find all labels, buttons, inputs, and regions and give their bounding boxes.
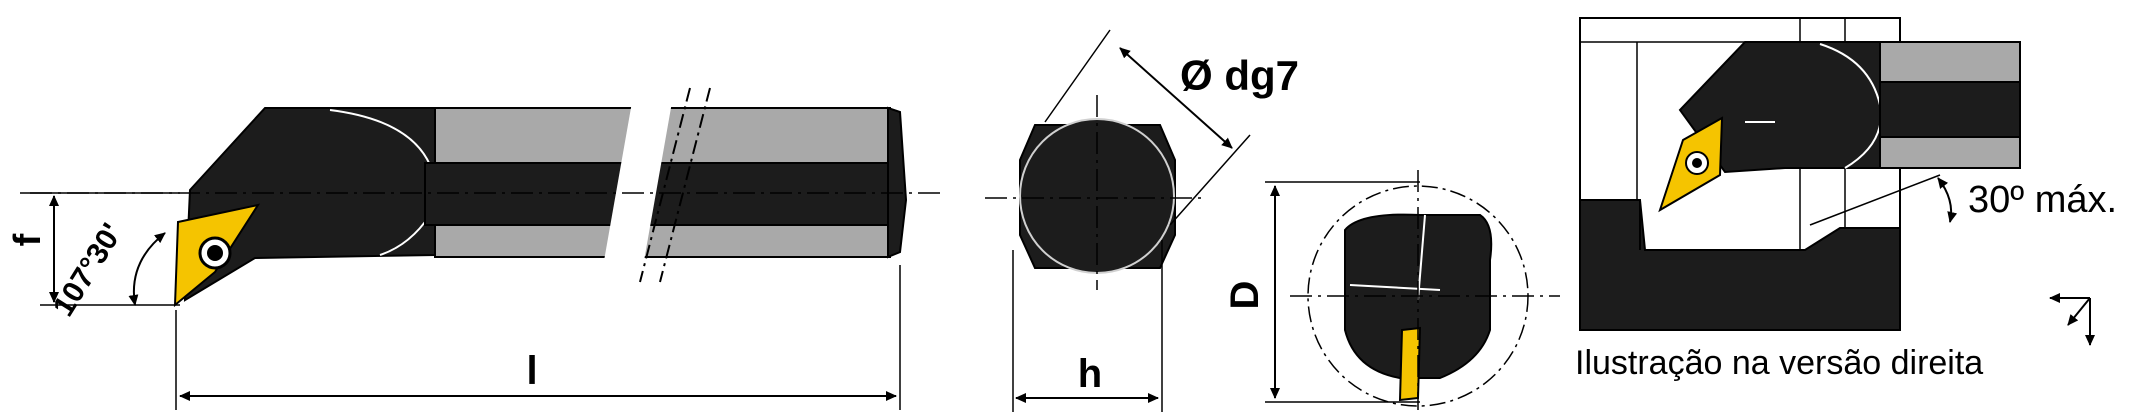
break-line-2: [659, 87, 711, 283]
shank-cross-section: [985, 95, 1205, 290]
dimension-l: [175, 265, 901, 410]
dimension-angle-max: [1809, 174, 1958, 226]
tool-head: [183, 107, 436, 302]
right-hand-illustration: [1579, 17, 2021, 331]
bore-view: [1290, 170, 1560, 410]
label-f: f: [7, 233, 49, 246]
label-length: l: [526, 349, 537, 393]
direction-arrows-icon: [2049, 293, 2095, 346]
label-angle-max: 30º máx.: [1968, 179, 2117, 221]
bore-insert: [1398, 326, 1422, 402]
shank-lower: [434, 224, 891, 258]
break-gap: [601, 95, 674, 275]
label-h: h: [1078, 352, 1102, 396]
dimension-angle: [128, 232, 166, 306]
dimension-D: [1265, 181, 1420, 403]
boring-bar-side-view: [30, 87, 940, 308]
break-line-1: [639, 87, 691, 283]
dimension-diameter: [1044, 29, 1251, 226]
shank-end: [887, 106, 908, 259]
torx-screw-inner: [207, 245, 223, 261]
caption: Ilustração na versão direita: [1575, 344, 1983, 382]
label-diameter: Ø dg7: [1180, 52, 1299, 99]
label-angle: 107°30': [47, 218, 129, 322]
label-D: D: [1223, 281, 1267, 310]
dimension-h: [1012, 240, 1163, 412]
